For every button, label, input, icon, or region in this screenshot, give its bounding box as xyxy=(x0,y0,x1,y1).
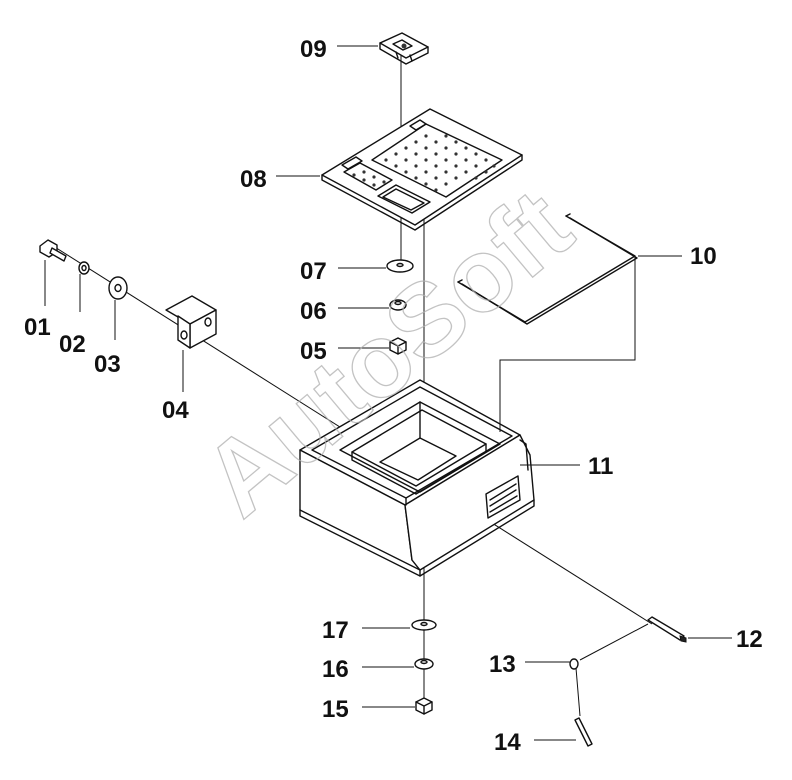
callout-05: 05 xyxy=(300,338,327,365)
callout-03: 03 xyxy=(94,351,121,378)
part-08-perforated-panel xyxy=(321,108,523,231)
part-02-lock-washer xyxy=(78,261,90,275)
part-13-clevis-pin xyxy=(569,658,579,670)
leader-lines xyxy=(44,45,732,741)
pin-connector-line-2 xyxy=(575,667,581,717)
callout-17: 17 xyxy=(322,617,349,644)
panel-perforations xyxy=(352,134,496,192)
part-07-washer xyxy=(386,259,414,273)
callout-13: 13 xyxy=(489,651,516,678)
callout-15: 15 xyxy=(322,696,349,723)
callout-14: 14 xyxy=(494,729,521,756)
part-15-nut xyxy=(415,697,433,715)
part-03-flat-washer xyxy=(108,276,128,300)
part-05-nut xyxy=(389,337,407,355)
part-14-split-pin xyxy=(574,717,593,747)
part-12-pin xyxy=(647,616,687,643)
callout-01: 01 xyxy=(24,314,51,341)
callout-08: 08 xyxy=(240,166,267,193)
callout-04: 04 xyxy=(162,397,189,424)
part-09-latch xyxy=(379,32,429,65)
callout-02: 02 xyxy=(59,331,86,358)
part-01-bolt xyxy=(39,239,67,262)
part-11-box-housing xyxy=(299,379,535,577)
part-17-washer xyxy=(411,619,437,631)
part-10-seal-frame xyxy=(457,213,638,325)
callout-16: 16 xyxy=(322,656,349,683)
part-06-lock-washer xyxy=(389,299,407,311)
callout-11: 11 xyxy=(588,453,613,480)
callout-07: 07 xyxy=(300,258,327,285)
callout-06: 06 xyxy=(300,298,327,325)
callout-10: 10 xyxy=(690,243,717,270)
pin-connector-line xyxy=(579,623,649,661)
part-16-lock-washer xyxy=(414,658,434,670)
callout-09: 09 xyxy=(300,36,327,63)
callout-12: 12 xyxy=(736,626,763,653)
part-04-bracket xyxy=(165,295,217,349)
